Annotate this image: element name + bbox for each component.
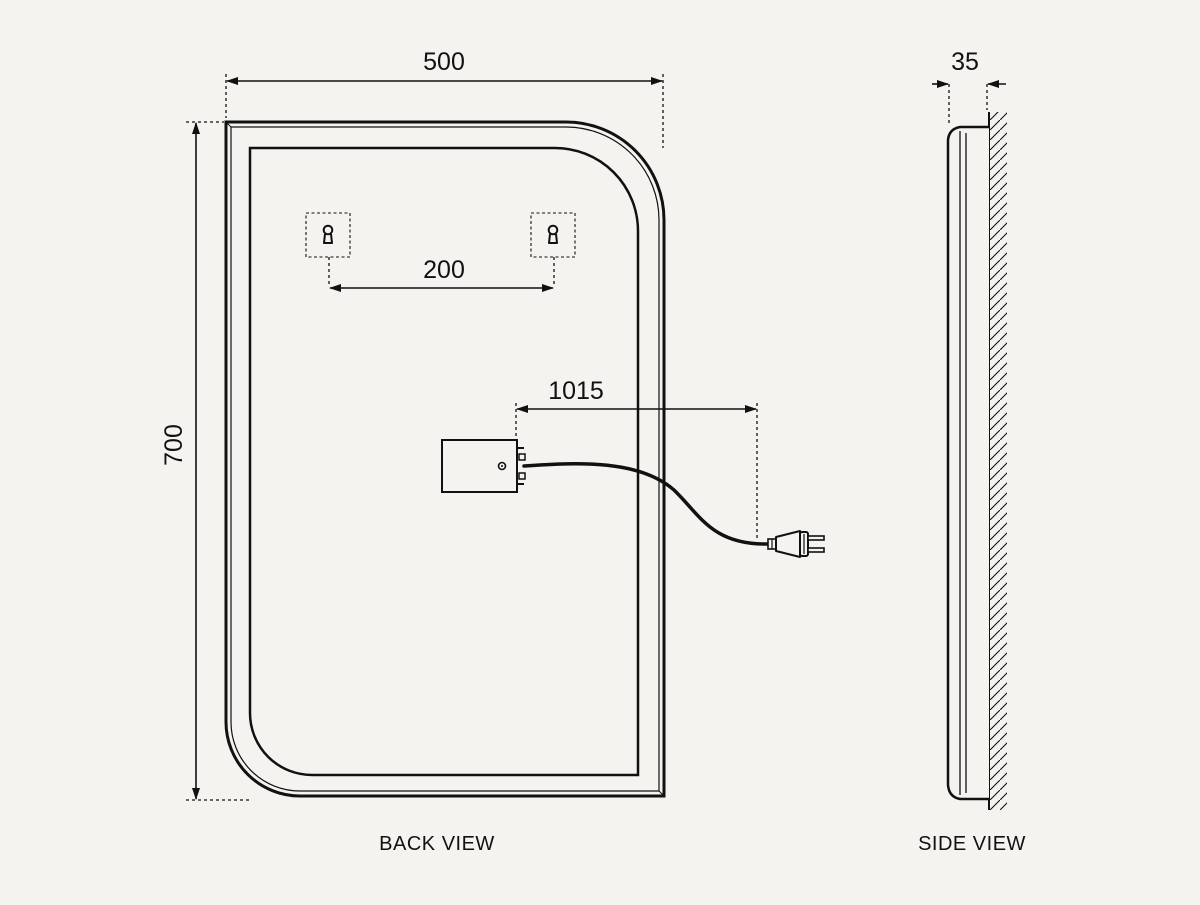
back-view-label: BACK VIEW xyxy=(379,833,495,855)
back-view: 200 1015 xyxy=(160,48,825,855)
height-label: 700 xyxy=(160,424,188,466)
width-dimension: 500 xyxy=(225,48,664,148)
mirror-frame-inner-edge xyxy=(230,126,660,792)
height-dimension: 700 xyxy=(160,121,250,801)
bracket-spacing-dimension: 200 xyxy=(329,256,554,292)
cable-length-label: 1015 xyxy=(548,377,604,405)
bracket-spacing-label: 200 xyxy=(423,256,465,284)
side-view-label: SIDE VIEW xyxy=(918,833,1026,855)
width-label: 500 xyxy=(423,48,465,76)
wall-hatch xyxy=(989,112,1007,810)
led-driver-box xyxy=(441,439,526,493)
wall-bracket-left xyxy=(305,212,351,287)
side-view: 35 SIDE VIEW xyxy=(918,48,1026,855)
depth-dimension: 35 xyxy=(932,48,1006,123)
cable-length-dimension: 1015 xyxy=(515,377,758,540)
wall-bracket-right xyxy=(530,212,576,287)
depth-label: 35 xyxy=(951,48,979,76)
mirror-outer-frame xyxy=(224,120,666,798)
power-cable xyxy=(522,461,770,546)
power-plug xyxy=(767,530,825,558)
mirror-side-profile xyxy=(946,125,989,801)
mirror-inner-panel xyxy=(248,146,640,777)
